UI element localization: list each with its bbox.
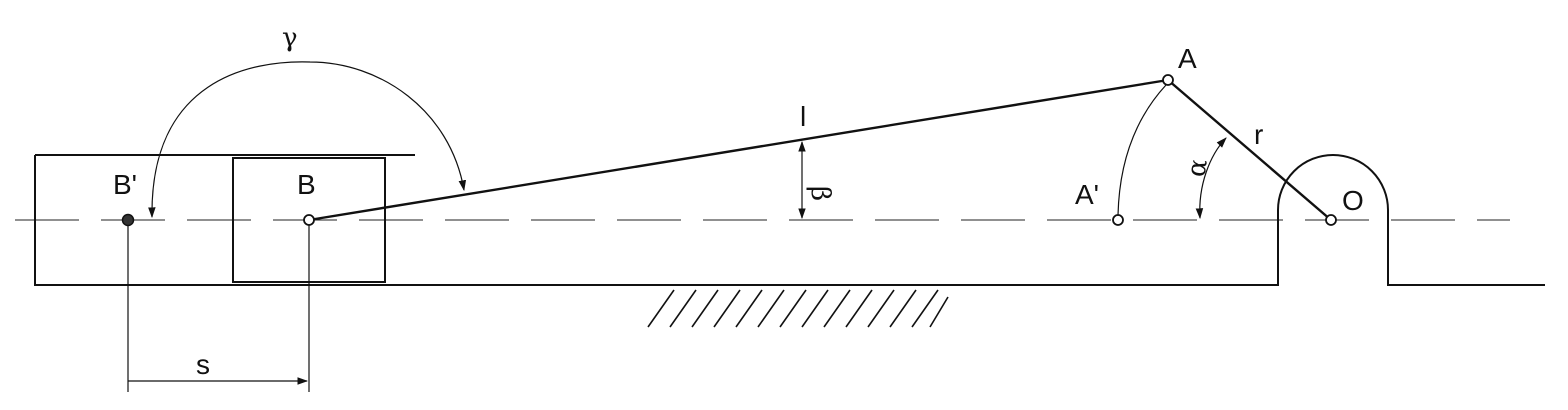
label-alpha: α — [1181, 157, 1214, 180]
label-beta: β — [805, 186, 835, 201]
label-a-prime: A' — [1075, 179, 1099, 210]
label-o: O — [1342, 185, 1364, 216]
joint-b — [303, 214, 315, 226]
arc-A-to-A-prime — [1117, 84, 1167, 216]
guide-housing — [34, 154, 1545, 286]
gamma-arc — [148, 61, 467, 219]
label-b-prime: B' — [113, 169, 137, 200]
label-gamma: γ — [282, 23, 298, 53]
joint-a — [1162, 74, 1174, 86]
label-a: A — [1178, 43, 1197, 74]
ground-hatching — [647, 289, 949, 328]
connecting-rod — [308, 78, 1169, 222]
alpha-arc — [1195, 137, 1227, 220]
crank-arm — [1167, 79, 1332, 221]
label-l: l — [800, 101, 806, 132]
label-s: s — [196, 349, 210, 380]
joint-b-prime — [121, 213, 135, 227]
label-r: r — [1254, 119, 1263, 150]
label-b: B — [297, 169, 316, 200]
joint-a-prime — [1112, 214, 1124, 226]
joint-o — [1325, 214, 1337, 226]
